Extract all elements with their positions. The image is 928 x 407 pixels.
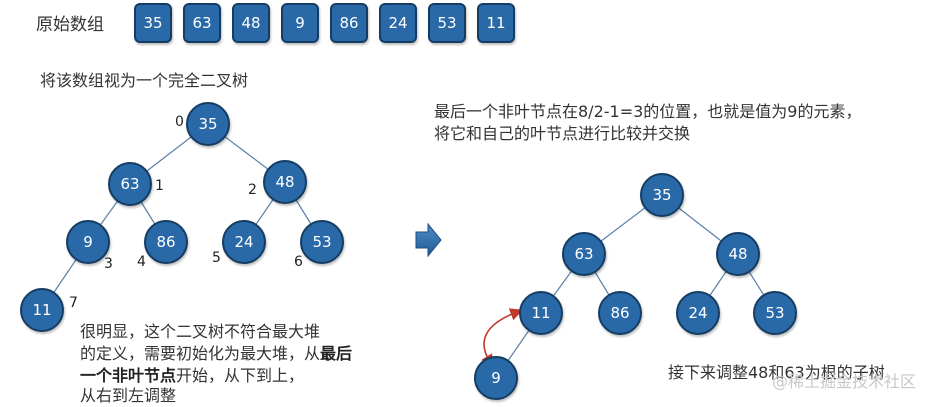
watermark: @稀土掘金技术社区	[771, 372, 916, 391]
left-tree-caption: 将该数组视为一个完全二叉树	[40, 71, 249, 90]
tree-node: 11	[519, 291, 563, 335]
note-text: 的定义，需要初始化为最大堆，从	[80, 344, 321, 363]
array-cell: 9	[281, 3, 319, 43]
node-index: 5	[212, 250, 221, 266]
tree-node: 9	[66, 220, 110, 264]
note-bold-text: 最后	[320, 344, 353, 363]
right-arrow-icon	[415, 222, 442, 258]
tree-node: 24	[676, 291, 720, 335]
array-cell: 11	[477, 3, 515, 43]
node-index: 4	[137, 254, 146, 270]
tree-node: 63	[562, 232, 606, 276]
node-index: 1	[155, 178, 164, 194]
right-tree-footer: 接下来调整48和63为根的子树	[668, 363, 885, 382]
note-bold-text: 一个非叶节点	[80, 366, 177, 385]
tree-node: 35	[640, 173, 684, 217]
array-label: 原始数组	[36, 15, 104, 35]
array-cell: 35	[134, 3, 172, 43]
array-cell: 63	[183, 3, 221, 43]
left-note-line2: 的定义，需要初始化为最大堆，从最后	[80, 343, 352, 365]
tree-node: 9	[474, 356, 518, 400]
tree-node: 35	[186, 102, 230, 146]
node-index: 3	[104, 256, 113, 272]
left-note-line3: 一个非叶节点开始，从下到上，	[80, 365, 304, 387]
array-cell: 48	[232, 3, 270, 43]
right-tree-caption-line1: 最后一个非叶节点在8/2-1=3的位置，也就是值为9的元素，	[434, 102, 862, 121]
node-index: 2	[248, 182, 257, 198]
tree-node: 86	[598, 291, 642, 335]
note-text: 开始，从下到上，	[176, 366, 305, 385]
left-note-line1: 很明显，这个二叉树不符合最大堆	[80, 322, 321, 341]
swap-arrow	[481, 308, 523, 368]
tree-node: 48	[716, 232, 760, 276]
node-index: 6	[294, 254, 303, 270]
node-index: 0	[175, 114, 184, 130]
tree-node: 24	[222, 220, 266, 264]
array-cell: 24	[379, 3, 417, 43]
tree-node: 11	[20, 288, 64, 332]
right-tree-caption-line2: 将它和自己的叶节点进行比较并交换	[434, 124, 691, 143]
tree-node: 86	[144, 220, 188, 264]
tree-node: 48	[263, 160, 307, 204]
tree-node: 53	[300, 220, 344, 264]
tree-node: 63	[108, 162, 152, 206]
left-note-line4: 从右到左调整	[80, 386, 177, 405]
tree-node: 53	[753, 291, 797, 335]
array-cell: 86	[330, 3, 368, 43]
array-cell: 53	[428, 3, 466, 43]
node-index: 7	[69, 295, 78, 311]
